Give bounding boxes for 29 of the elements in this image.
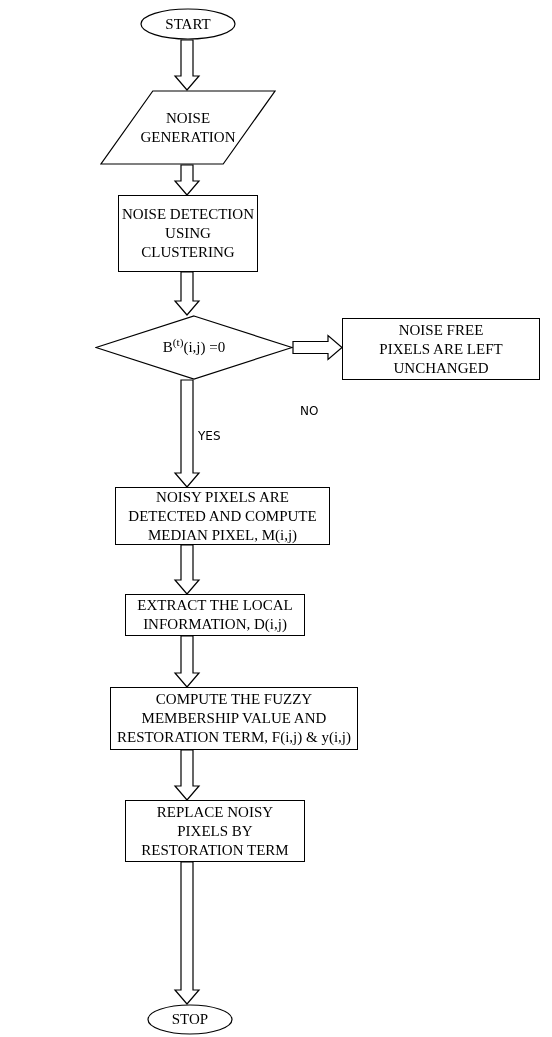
- process-box: [342, 318, 540, 380]
- terminal-ellipse: [140, 8, 236, 40]
- hollow-arrow: [173, 164, 201, 196]
- hollow-arrow: [173, 379, 201, 488]
- node-text: B$^{(t)}$(i,j) =0: [162, 338, 226, 357]
- hollow-arrow: [173, 544, 201, 595]
- process-box: [125, 800, 305, 862]
- process-box: [118, 195, 258, 272]
- terminal-ellipse: [147, 1004, 233, 1035]
- node-text: NOISY PIXELS ARE DETECTED AND COMPUTE MEDIAN PIXEL, M(i,j): [127, 487, 318, 545]
- hollow-arrow: [173, 39, 201, 91]
- node-text: NOISE DETECTION USING CLUSTERING: [120, 205, 256, 262]
- input-parallelogram: [100, 90, 276, 165]
- hollow-arrow: [292, 334, 343, 361]
- process-box: [125, 594, 305, 636]
- node-text: REPLACE NOISY PIXELS BY RESTORATION TERM: [140, 802, 290, 860]
- node-text: START: [165, 14, 211, 34]
- edge-label: NO: [300, 404, 319, 418]
- node-text: STOP: [171, 1010, 209, 1029]
- node-text: NOISE FREE PIXELS ARE LEFT UNCHANGED: [379, 320, 503, 378]
- hollow-arrow: [173, 271, 201, 316]
- node-text: EXTRACT THE LOCAL INFORMATION, D(i,j): [136, 596, 294, 634]
- node-text: COMPUTE THE FUZZY MEMBERSHIP VALUE AND RESTORATION TERM, F(i,j) & y(i,j): [115, 690, 352, 747]
- hollow-arrow: [173, 749, 201, 801]
- node-text: NOISE GENERATION: [140, 108, 236, 147]
- edge-label: YES: [198, 429, 221, 443]
- decision-diamond: [95, 315, 293, 380]
- hollow-arrow: [173, 861, 201, 1005]
- hollow-arrow: [173, 635, 201, 688]
